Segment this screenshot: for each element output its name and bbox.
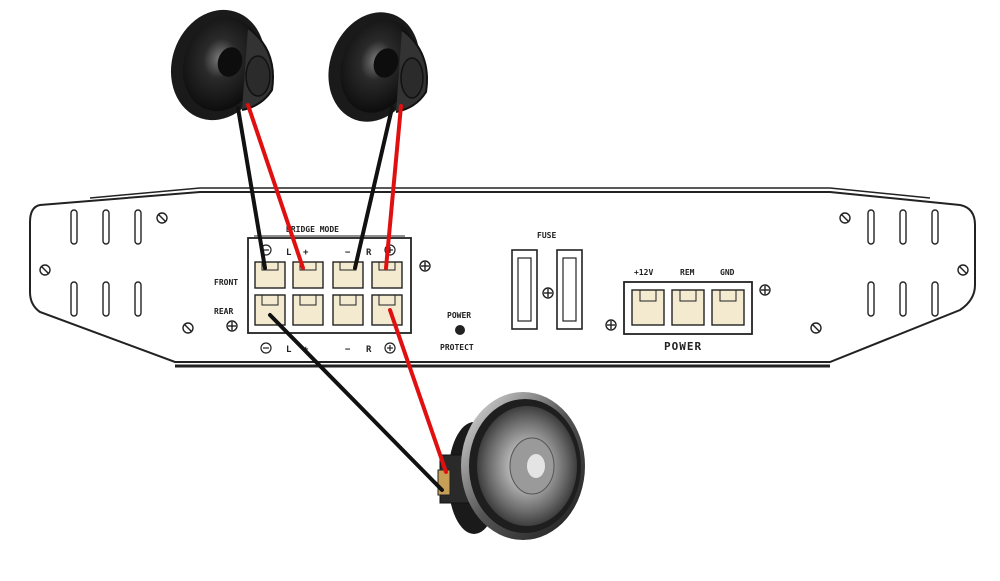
mounting-screw-icons [39,212,969,334]
plus-12v-label: +12V [634,268,653,277]
bottom-left-channel-label: L [286,345,292,355]
right-speaker-negative-wire [353,106,394,270]
power-block-label: POWER [664,340,702,353]
bottom-minus-circle-icon [260,342,272,354]
bottom-plus-circle-icon [384,342,396,354]
power-protect-indicator: POWER PROTECT [440,311,474,352]
top-plus-label: + [303,248,309,258]
rem-label: REM [680,268,695,277]
cross-screw-icons [226,260,771,332]
subwoofer [437,392,585,540]
fuse-holders: FUSE [511,231,583,330]
front-label: FRONT [214,278,238,287]
fuse-left [511,249,538,330]
right-speaker-positive-wire [384,104,403,270]
subwoofer-positive-wire [388,308,448,474]
speaker-terminal-block: BRIDGE MODE L + − R FRONT REAR L + − R [214,225,412,355]
subwoofer-negative-wire [268,313,444,492]
left-speaker-positive-wire [246,103,305,270]
rem-terminal [671,289,705,326]
plus-12v-terminal [631,289,665,326]
bridge-mode-label: BRIDGE MODE [286,225,339,234]
sub-terminal [437,469,451,496]
rear-label: REAR [214,307,233,316]
power-terminal-block: +12V REM GND POWER [623,268,753,353]
gnd-label: GND [720,268,735,277]
rear-terminals [254,294,403,326]
left-front-speaker [170,9,274,121]
bottom-minus-label: − [345,345,351,355]
top-right-channel-label: R [366,248,372,258]
power-led-label: POWER [447,311,471,320]
protect-led-label: PROTECT [440,343,474,352]
led-icon [455,325,465,335]
right-front-speaker [328,12,428,122]
fuse-right [556,249,583,330]
fuse-label: FUSE [537,231,556,240]
amplifier-body [29,187,976,368]
top-minus-label: − [345,248,351,258]
left-speaker-negative-wire [236,106,267,270]
top-left-channel-label: L [286,248,292,258]
bottom-right-channel-label: R [366,345,372,355]
speaker-wires [236,103,448,492]
right-vent-slots [867,209,939,317]
left-vent-slots [70,209,142,317]
gnd-terminal [711,289,745,326]
